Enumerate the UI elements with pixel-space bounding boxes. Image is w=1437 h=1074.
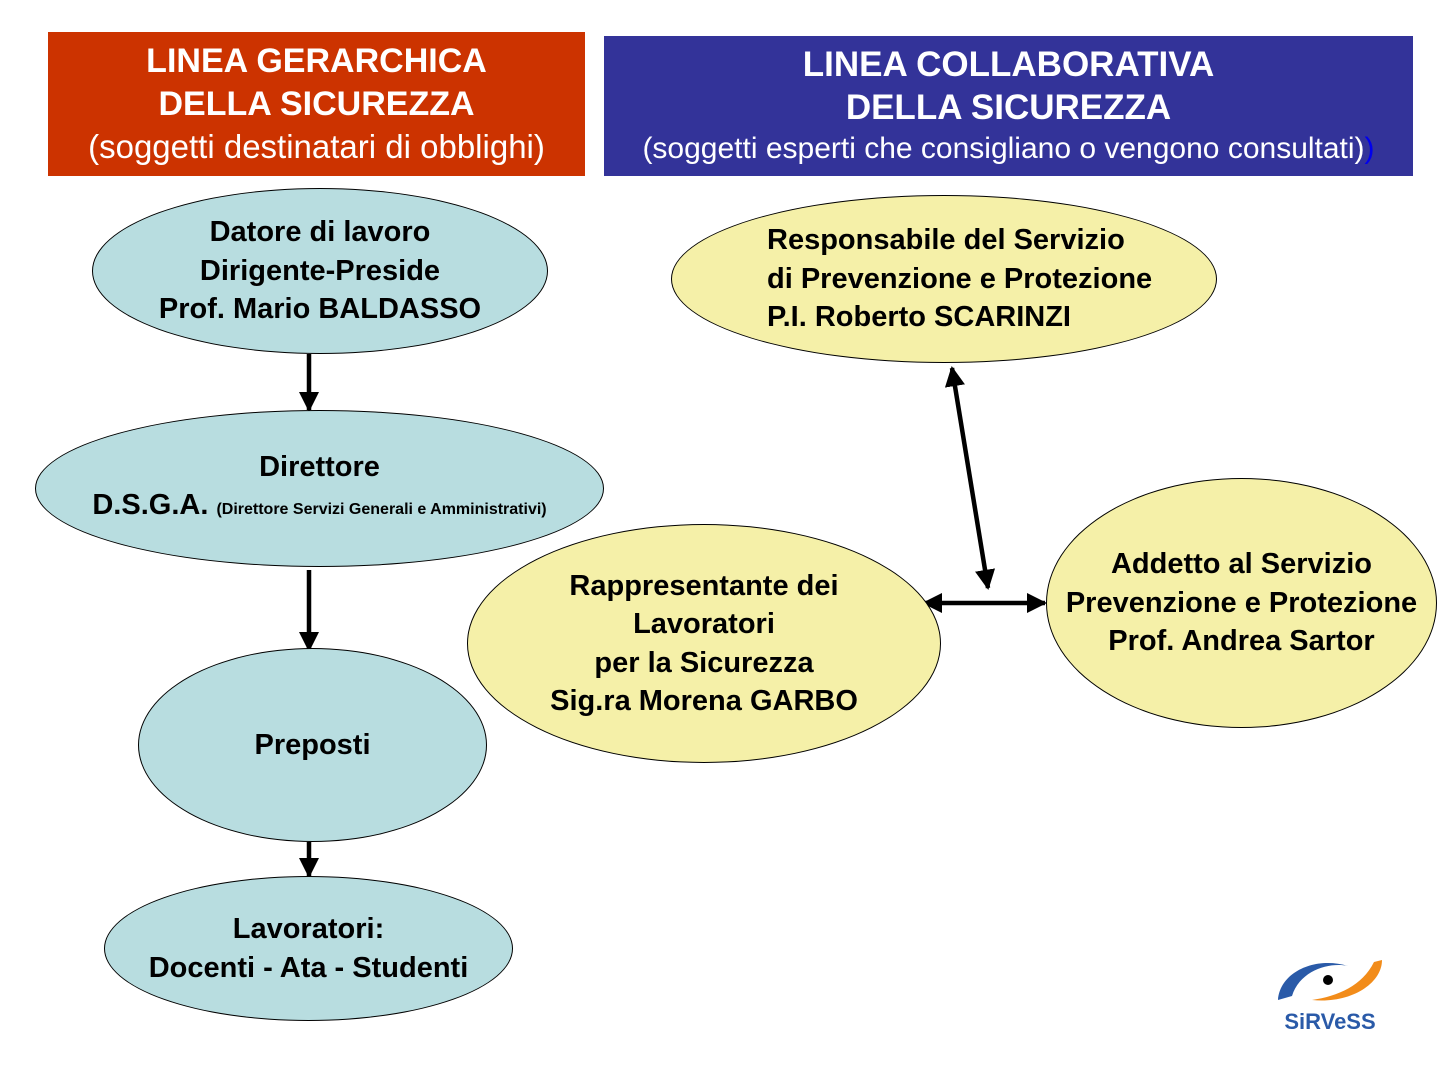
sirvess-logo-text: SiRVeSS — [1284, 1009, 1376, 1034]
node-rspp: Responsabile del Servizio di Prevenzione… — [671, 195, 1217, 363]
dsga-line-1: Direttore — [259, 450, 380, 483]
header-collaborative-subtitle-extra: ) — [1364, 132, 1375, 165]
node-preposti: Preposti — [138, 648, 487, 842]
dsga-expansion: (Direttore Servizi Generali e Amministra… — [216, 501, 547, 518]
datore-line-2: Dirigente-Preside — [199, 254, 441, 287]
rls-line-1: Rappresentante dei — [569, 569, 839, 602]
header-collaborative-title-2: DELLA SICUREZZA — [845, 88, 1172, 127]
header-collaborative-title-1: LINEA COLLABORATIVA — [802, 45, 1215, 84]
dsga-acronym: D.S.G.A. — [92, 489, 209, 521]
rls-line-4: Sig.ra Morena GARBO — [550, 685, 858, 717]
header-hierarchical-line: LINEA GERARCHICA DELLA SICUREZZA (sogget… — [48, 32, 585, 176]
header-hierarchical-title-1: LINEA GERARCHICA — [146, 42, 487, 80]
datore-line-3: Prof. Mario BALDASSO — [158, 293, 482, 326]
aspp-line-1: Addetto al Servizio — [1110, 548, 1373, 581]
sirvess-logo-icon — [1278, 960, 1382, 1001]
node-direttore-dsga: Direttore D.S.G.A. (Direttore Servizi Ge… — [35, 410, 604, 567]
aspp-line-3: Prof. Andrea Sartor — [1108, 625, 1375, 658]
datore-line-1: Datore di lavoro — [209, 216, 431, 249]
node-aspp: Addetto al Servizio Prevenzione e Protez… — [1046, 478, 1437, 728]
rls-line-2: Lavoratori — [633, 608, 775, 640]
rls-line-3: per la Sicurezza — [594, 646, 814, 679]
node-lavoratori: Lavoratori: Docenti - Ata - Studenti — [104, 876, 513, 1021]
rspp-line-2: di Prevenzione e Protezione — [767, 262, 1153, 295]
node-datore-di-lavoro: Datore di lavoro Dirigente-Preside Prof.… — [92, 188, 548, 354]
lavoratori-line-1: Lavoratori: — [232, 913, 385, 945]
node-rls: Rappresentante dei Lavoratori per la Sic… — [467, 524, 941, 763]
header-collaborative-line: LINEA COLLABORATIVA DELLA SICUREZZA (sog… — [604, 36, 1413, 176]
arrow-rspp-link — [944, 366, 996, 590]
preposti-label: Preposti — [254, 728, 371, 761]
header-hierarchical-subtitle: (soggetti destinatari di obblighi) — [88, 128, 545, 165]
rspp-line-1: Responsabile del Servizio — [767, 224, 1125, 257]
header-collaborative-subtitle-row: (soggetti esperti che consigliano o veng… — [604, 129, 1413, 169]
aspp-line-2: Prevenzione e Protezione — [1065, 586, 1418, 619]
lavoratori-line-2: Docenti - Ata - Studenti — [148, 951, 469, 984]
header-hierarchical-title-2: DELLA SICUREZZA — [158, 85, 475, 123]
header-collaborative-subtitle: (soggetti esperti che consigliano o veng… — [642, 132, 1365, 165]
rspp-line-3: P.I. Roberto SCARINZI — [767, 301, 1071, 334]
dsga-line-2: D.S.G.A. (Direttore Servizi Generali e A… — [92, 486, 546, 530]
